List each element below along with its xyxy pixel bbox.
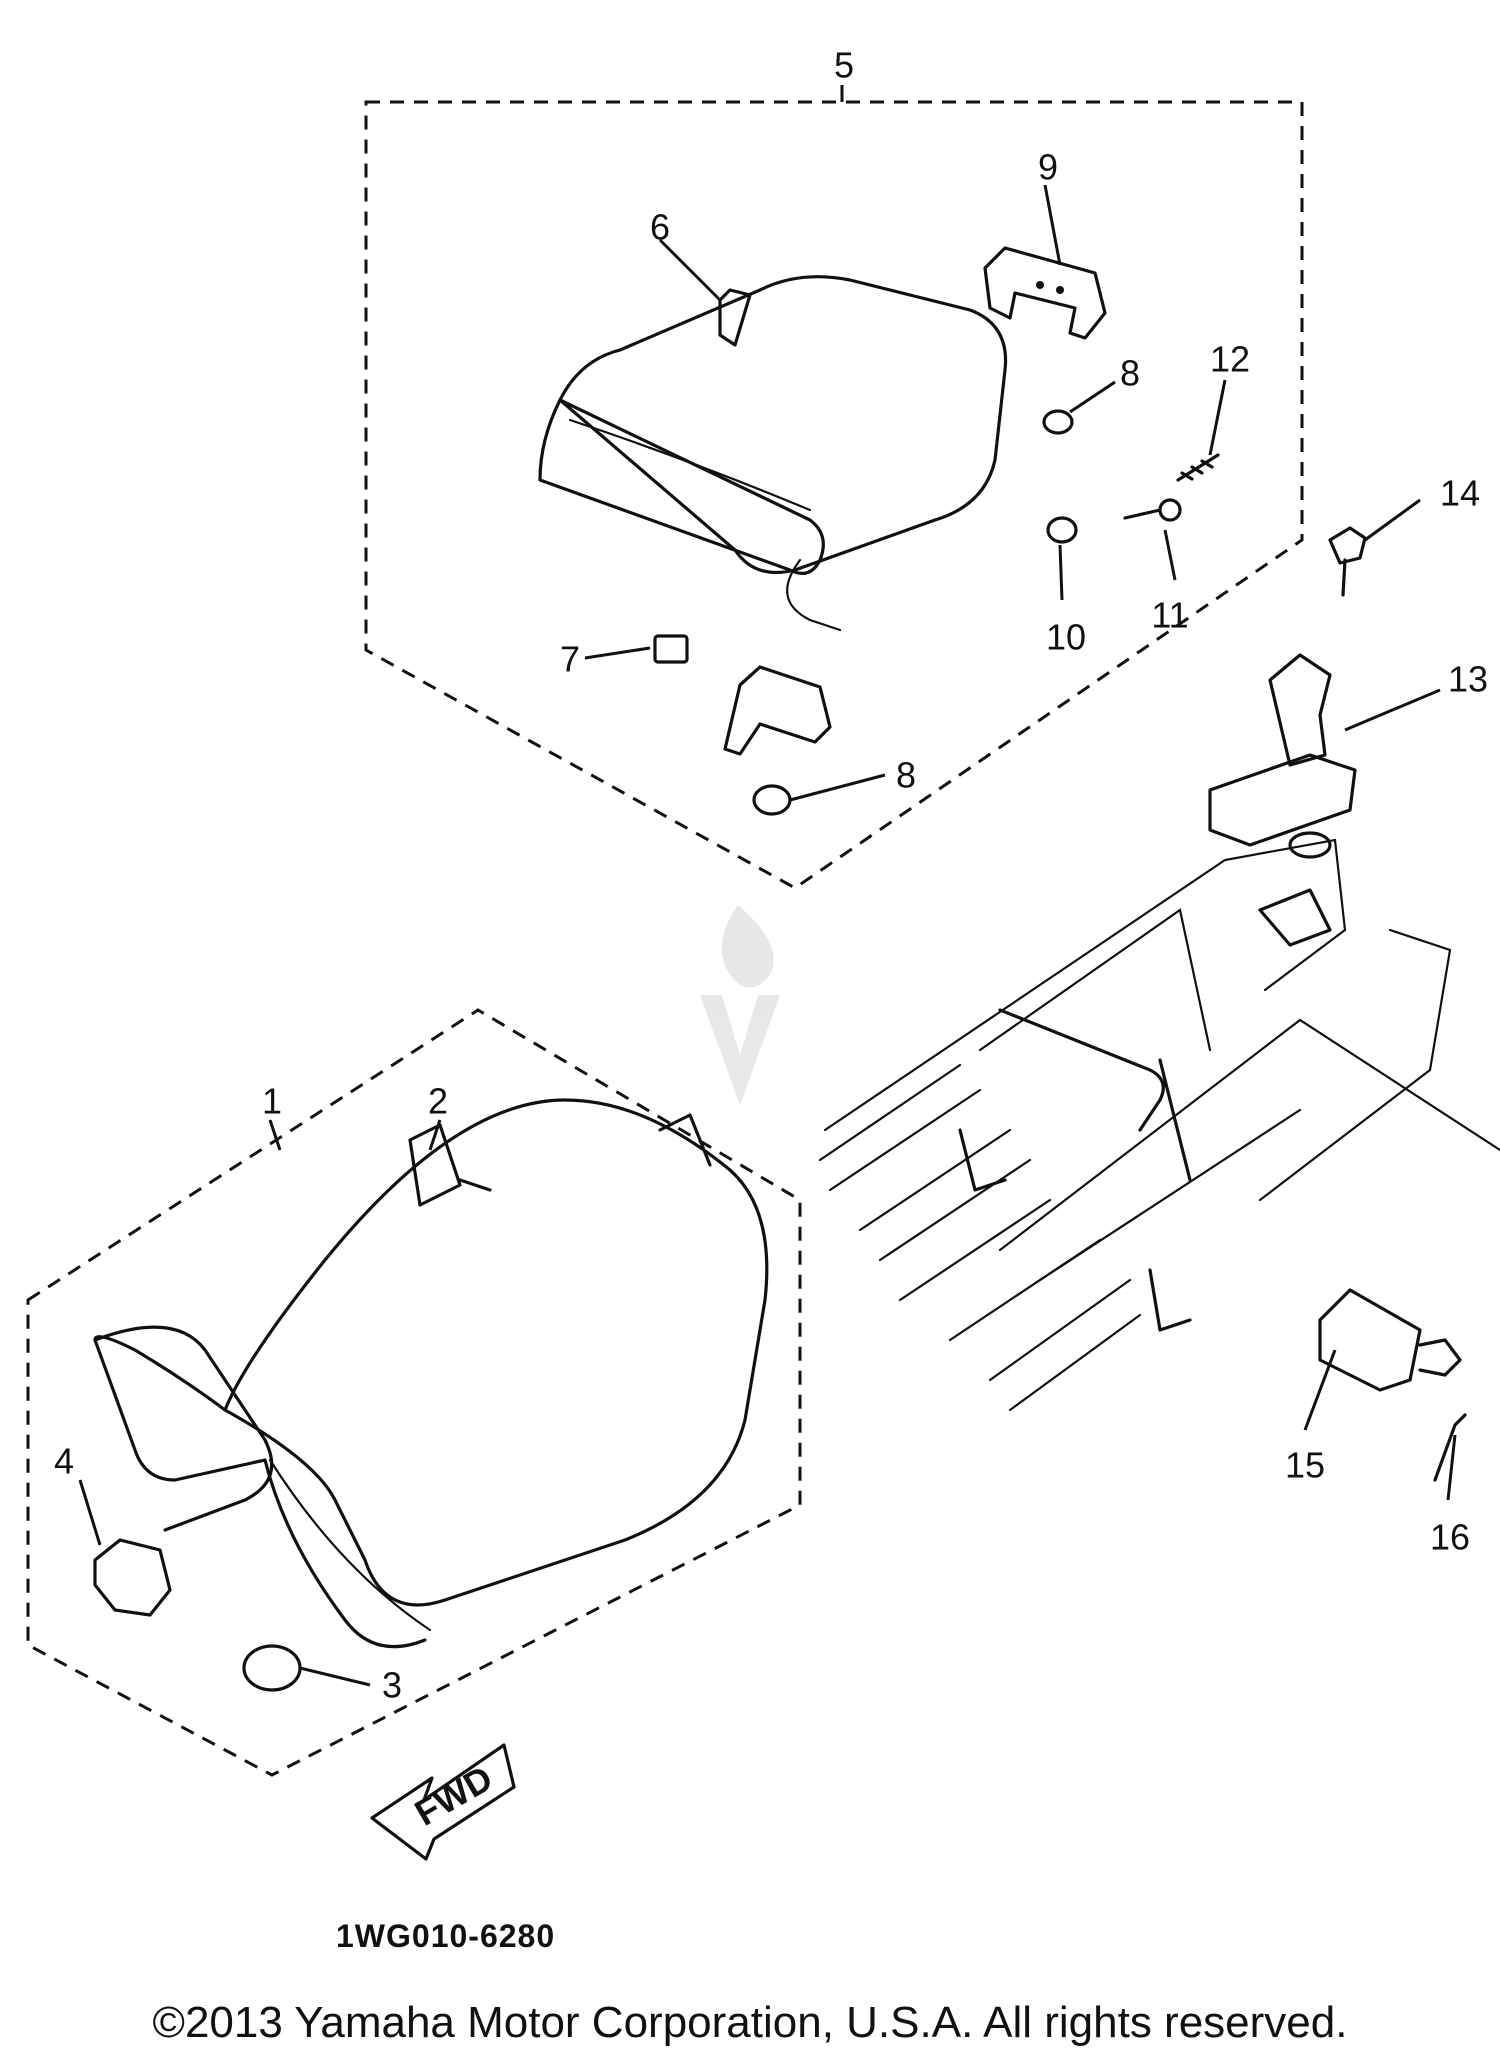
grommet-10 [1046, 516, 1078, 544]
diagram-code: 1WG010-6280 [336, 1918, 556, 1954]
copyright-notice: ©2013 Yamaha Motor Corporation, U.S.A. A… [152, 1998, 1348, 2047]
front-seat-damper-3 [242, 1644, 302, 1692]
front-seat-damper-4 [93, 1538, 172, 1617]
callout-15: 15 [1285, 1445, 1325, 1486]
nut-8-upper [1042, 409, 1074, 435]
frame [818, 831, 1500, 1412]
callout-6: 6 [650, 207, 670, 248]
callout-7: 7 [560, 639, 580, 680]
callout-1: 1 [262, 1081, 282, 1122]
callout-3: 3 [382, 1665, 402, 1706]
callout-11: 11 [1151, 595, 1188, 636]
callout-12: 12 [1210, 339, 1250, 380]
callout-8-upper: 8 [1120, 353, 1140, 394]
bolt-14 [1328, 526, 1367, 597]
reference-numbers: 1 2 3 4 5 6 7 8 8 9 10 11 12 13 14 15 16 [54, 45, 1488, 1706]
callout-2: 2 [428, 1081, 448, 1122]
rear-seat-pad-7 [653, 634, 689, 664]
rear-seat-bracket-lower [723, 665, 832, 756]
spring-12 [1176, 453, 1220, 482]
nut-8-lower [752, 784, 792, 816]
rear-seat [538, 275, 1008, 632]
callout-13: 13 [1448, 659, 1488, 700]
callout-9: 9 [1038, 147, 1058, 188]
bolt-11 [1123, 498, 1182, 522]
seat-lock-cylinder-15 [1318, 1288, 1462, 1392]
callout-4: 4 [54, 1441, 74, 1482]
callout-8-lower: 8 [896, 755, 916, 796]
leader-lines [78, 85, 1457, 1687]
callout-16: 16 [1430, 1517, 1470, 1558]
watermark-logo [700, 905, 780, 1105]
callout-5: 5 [834, 45, 854, 86]
group-box-front-seat [26, 1008, 802, 1777]
forward-arrow: FWD [370, 1743, 516, 1861]
callout-10: 10 [1046, 617, 1086, 658]
rear-seat-bracket-upper [983, 246, 1107, 340]
screw-16 [1433, 1413, 1467, 1482]
callout-14: 14 [1440, 473, 1480, 514]
forward-arrow-label: FWD [408, 1757, 499, 1833]
front-seat [93, 1098, 769, 1649]
group-box-rear-seat [364, 100, 1304, 890]
seat-lock-13 [1208, 653, 1357, 847]
